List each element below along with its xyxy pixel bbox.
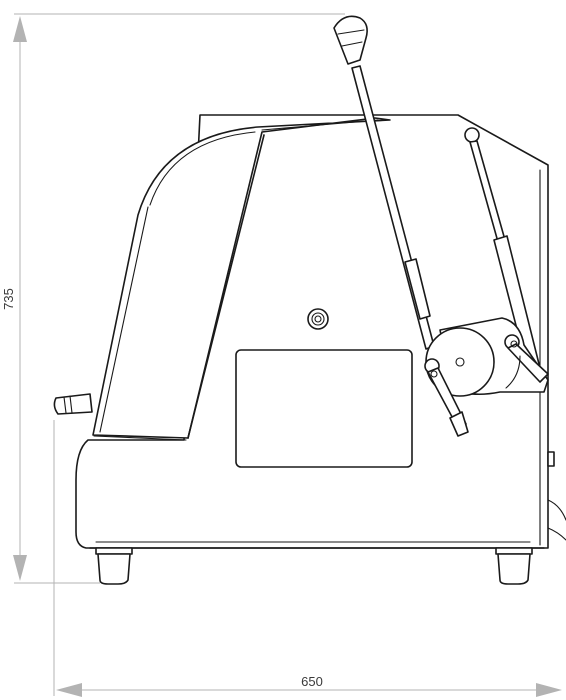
hub-center [455, 357, 465, 367]
side-panel [235, 349, 413, 468]
hood-inner-edge [99, 206, 149, 433]
right-arm [507, 343, 549, 383]
height-label: 735 [1, 288, 16, 310]
left-bolt [430, 370, 438, 378]
rear-connector [547, 451, 555, 467]
front-knob [53, 393, 93, 415]
width-arrow-right [536, 683, 562, 697]
base-housing [75, 114, 549, 549]
right-bolt [510, 340, 518, 348]
lever-grip-ring [337, 29, 365, 35]
strut-top-ball [464, 127, 480, 143]
width-arrow-left [56, 683, 82, 697]
hood-top-edge [149, 131, 256, 206]
right-arc [505, 355, 521, 389]
foot-front-mount [95, 547, 133, 555]
control-knob [307, 308, 329, 330]
lever-grip [333, 15, 368, 65]
feet [95, 547, 533, 585]
foot-rear [497, 553, 531, 585]
width-label: 650 [301, 674, 323, 689]
height-arrow-top [13, 16, 27, 42]
lever-grip-ring-2 [341, 41, 363, 47]
side-panel-edge [187, 134, 265, 439]
rear-cable [547, 499, 566, 541]
long-lever [333, 15, 435, 350]
lever-sleeve [404, 258, 431, 320]
control-knob-outer [307, 308, 329, 330]
height-dimension: 735 [1, 13, 345, 584]
height-arrow-bottom [13, 555, 27, 581]
control-knob-inner [311, 312, 325, 326]
left-arm-tip [449, 411, 469, 437]
top-strip [261, 119, 379, 131]
foot-rear-mount [495, 547, 533, 555]
front-knob-body [53, 393, 93, 415]
front-hood [92, 117, 391, 439]
width-dimension: 650 [53, 420, 562, 697]
front-knob-ring [63, 396, 67, 414]
machine-body [75, 114, 566, 549]
hub-assembly [424, 317, 549, 437]
hood-lip [93, 435, 187, 441]
front-knob-ring-2 [69, 395, 73, 414]
control-knob-core [314, 315, 322, 323]
foot-front [97, 553, 131, 585]
